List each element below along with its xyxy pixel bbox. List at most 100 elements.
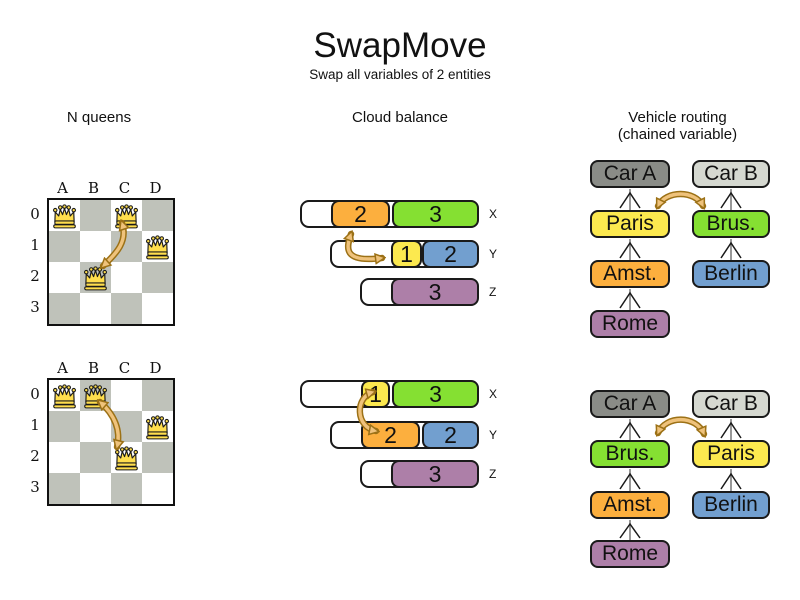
vehicle-box-car-a: Car A [590, 390, 670, 418]
col-label: C [118, 359, 131, 377]
col-label: B [87, 359, 100, 377]
board-cell-C3 [111, 293, 142, 324]
nqueens-board-before [47, 198, 175, 326]
vehicle-box-city: Amst. [590, 260, 670, 288]
board-cell-D0 [142, 200, 173, 231]
nqueens-header: N queens [66, 109, 132, 126]
cloud-computer-y-after: 2 2 [330, 421, 479, 449]
computer-label: Y [489, 428, 498, 442]
vehicle-box-city: Paris [692, 440, 770, 468]
board-cell-A1 [49, 231, 80, 262]
nqueens-board-after [47, 378, 175, 506]
chain-arrowheads [619, 191, 742, 539]
cloud-computer-z-before: 3 [360, 278, 479, 306]
cloud-header: Cloud balance [352, 109, 448, 126]
vehicle-box-city: Berlin [692, 491, 770, 519]
board-cell-C0 [111, 380, 142, 411]
col-label: D [149, 179, 162, 197]
vehicle-box-car-a: Car A [590, 160, 670, 188]
computer-label: X [489, 207, 498, 221]
col-label: C [118, 179, 131, 197]
board-cell-B0 [80, 200, 111, 231]
vehicle-box-car-b: Car B [692, 160, 770, 188]
board-cell-A2 [49, 262, 80, 293]
cloud-computer-z-after: 3 [360, 460, 479, 488]
board-cell-B3 [80, 293, 111, 324]
board-cell-D0 [142, 380, 173, 411]
row-label: 1 [30, 236, 40, 254]
board-cell-B0 [80, 380, 111, 411]
process-block: 2 [422, 421, 479, 449]
computer-label: Z [489, 285, 497, 299]
swap-arrow-vehicle-before [654, 190, 707, 206]
row-label: 1 [30, 416, 40, 434]
board-cell-B1 [80, 411, 111, 442]
board-cell-C0 [111, 200, 142, 231]
board-cell-A2 [49, 442, 80, 473]
row-label: 2 [30, 447, 40, 465]
computer-label: Y [489, 247, 498, 261]
cloud-computer-x-after: 1 3 [300, 380, 479, 408]
queen-icon [145, 415, 170, 440]
board-cell-A0 [49, 200, 80, 231]
process-block: 2 [361, 421, 420, 449]
vehicle-box-city: Rome [590, 540, 670, 568]
board-cell-B2 [80, 442, 111, 473]
process-block: 3 [391, 278, 479, 306]
process-block: 1 [361, 380, 390, 408]
page-subtitle: Swap all variables of 2 entities [309, 67, 491, 82]
col-label: A [57, 179, 68, 197]
vehicle-box-city: Brus. [692, 210, 770, 238]
col-label: D [149, 359, 162, 377]
row-label: 2 [30, 267, 40, 285]
queen-icon [52, 204, 77, 229]
board-cell-A0 [49, 380, 80, 411]
row-label: 0 [30, 385, 40, 403]
queen-icon [83, 384, 108, 409]
vehicle-header-line1: Vehicle routing [628, 109, 727, 126]
process-block: 1 [391, 240, 422, 268]
board-cell-C2 [111, 442, 142, 473]
process-block: 3 [392, 200, 479, 228]
board-cell-D2 [142, 442, 173, 473]
board-cell-A3 [49, 293, 80, 324]
process-block: 3 [391, 460, 479, 488]
queen-icon [145, 235, 170, 260]
board-cell-C1 [111, 231, 142, 262]
board-cell-B3 [80, 473, 111, 504]
board-cell-B1 [80, 231, 111, 262]
vehicle-header-line2: (chained variable) [617, 126, 738, 143]
board-cell-A1 [49, 411, 80, 442]
board-cell-C3 [111, 473, 142, 504]
swap-arrow-vehicle-after [654, 416, 708, 434]
board-cell-D3 [142, 473, 173, 504]
board-cell-C2 [111, 262, 142, 293]
cloud-computer-y-before: 1 2 [330, 240, 479, 268]
process-block: 2 [331, 200, 390, 228]
board-cell-B2 [80, 262, 111, 293]
process-block: 2 [422, 240, 479, 268]
queen-icon [114, 446, 139, 471]
process-block: 3 [392, 380, 479, 408]
page-title: SwapMove [313, 26, 487, 65]
vehicle-header: Vehicle routing (chained variable) [590, 109, 765, 143]
vehicle-box-city: Paris [590, 210, 670, 238]
row-label: 3 [30, 298, 40, 316]
computer-label: X [489, 387, 498, 401]
vehicle-box-car-b: Car B [692, 390, 770, 418]
col-label: A [57, 359, 68, 377]
board-cell-C1 [111, 411, 142, 442]
row-label: 0 [30, 205, 40, 223]
row-label: 3 [30, 478, 40, 496]
vehicle-box-city: Brus. [590, 440, 670, 468]
queen-icon [52, 384, 77, 409]
vehicle-box-city: Rome [590, 310, 670, 338]
queen-icon [83, 266, 108, 291]
vehicle-box-city: Amst. [590, 491, 670, 519]
col-label: B [87, 179, 100, 197]
board-cell-D3 [142, 293, 173, 324]
board-cell-A3 [49, 473, 80, 504]
computer-label: Z [489, 467, 497, 481]
queen-icon [114, 204, 139, 229]
